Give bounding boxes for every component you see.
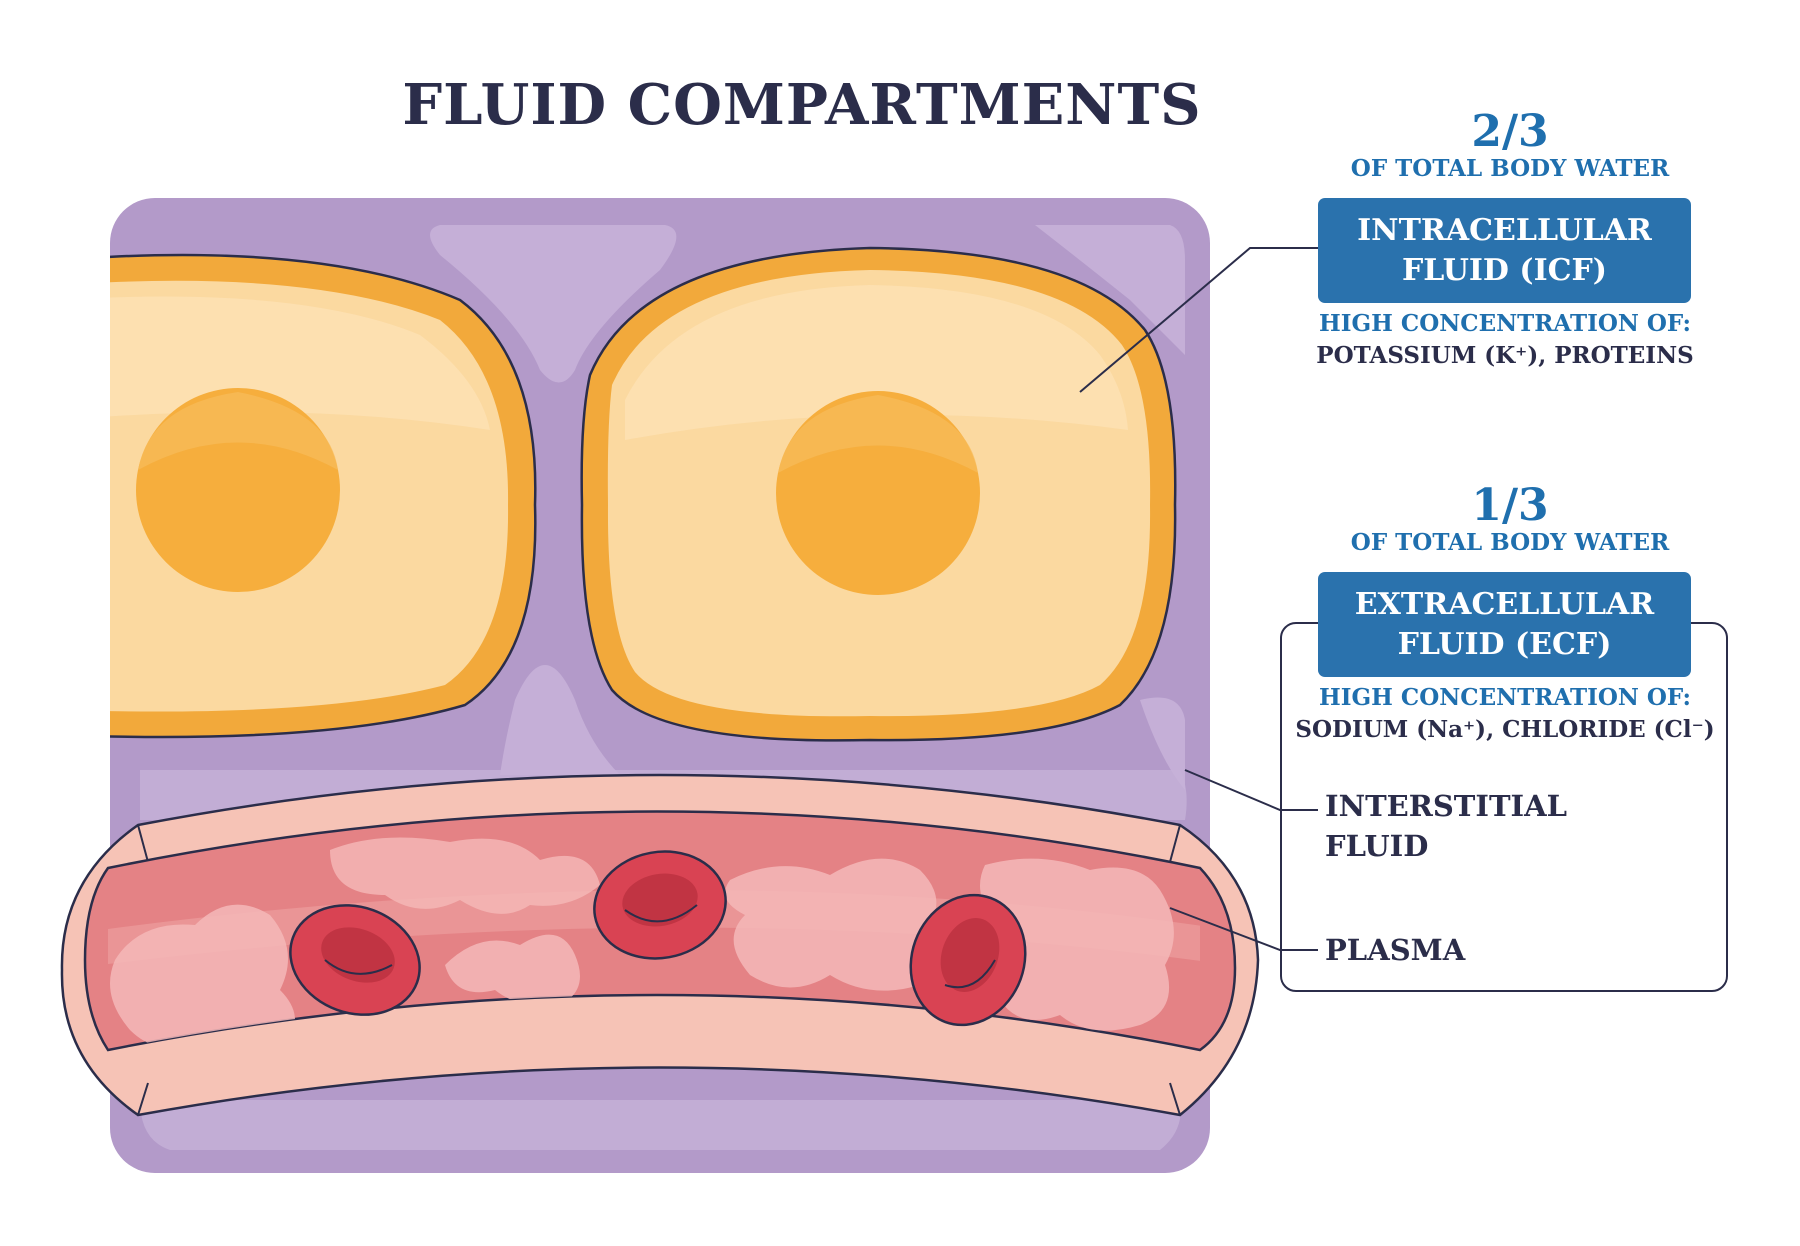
ecf-label-line1: EXTRACELLULAR	[1354, 586, 1655, 622]
icf-concentration: HIGH CONCENTRATION OF: POTASSIUM (K⁺), P…	[1260, 308, 1750, 372]
icf-leader-line	[1079, 247, 1318, 393]
plasma-label: PLASMA	[1325, 933, 1466, 967]
icf-fraction-block: 2/3 OF TOTAL BODY WATER	[1300, 108, 1720, 182]
ecf-fraction-block: 1/3 OF TOTAL BODY WATER	[1300, 482, 1720, 556]
icf-label-line1: INTRACELLULAR	[1357, 212, 1652, 248]
red-blood-cell-3	[909, 893, 1027, 1027]
icf-fraction-caption: OF TOTAL BODY WATER	[1350, 155, 1670, 182]
icf-fraction: 2/3	[1471, 106, 1549, 157]
ecf-concentration-value: SODIUM (Na⁺), CHLORIDE (Cl⁻)	[1295, 716, 1715, 743]
interstitial-fluid-label: INTERSTITIAL FLUID	[1325, 786, 1567, 866]
interstitial-label-line1: INTERSTITIAL	[1325, 789, 1567, 823]
ecf-concentration-heading: HIGH CONCENTRATION OF:	[1319, 684, 1691, 711]
red-blood-cell-1	[289, 904, 421, 1016]
icf-label-box: INTRACELLULAR FLUID (ICF)	[1318, 198, 1691, 303]
interstitial-label-line2: FLUID	[1325, 829, 1429, 863]
ecf-label-line2: FLUID (ECF)	[1397, 626, 1612, 662]
ecf-label-box: EXTRACELLULAR FLUID (ECF)	[1318, 572, 1691, 677]
icf-concentration-value: POTASSIUM (K⁺), PROTEINS	[1316, 342, 1694, 369]
ecf-fraction-caption: OF TOTAL BODY WATER	[1350, 529, 1670, 556]
icf-concentration-heading: HIGH CONCENTRATION OF:	[1319, 310, 1691, 337]
ecf-fraction: 1/3	[1471, 480, 1549, 531]
icf-label-line2: FLUID (ICF)	[1401, 252, 1607, 288]
page-title: FLUID COMPARTMENTS	[402, 72, 1202, 138]
red-blood-cell-2	[593, 850, 727, 960]
ecf-concentration: HIGH CONCENTRATION OF: SODIUM (Na⁺), CHL…	[1260, 682, 1750, 746]
